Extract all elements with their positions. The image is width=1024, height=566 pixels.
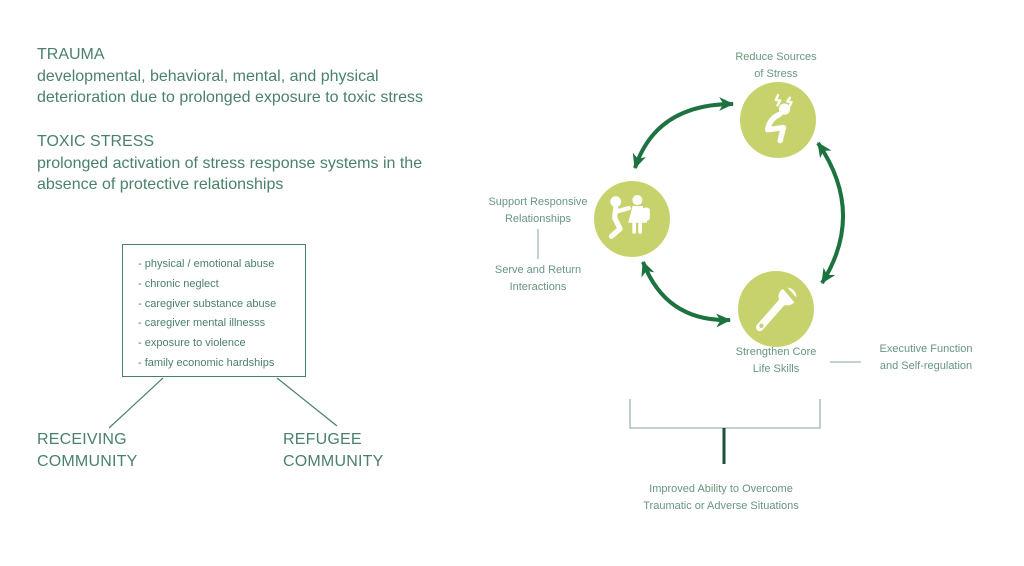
toxic-stress-term: TOXIC STRESS bbox=[37, 133, 155, 150]
receiving-community-label: RECEIVING COMMUNITY bbox=[37, 429, 137, 473]
improved-ability-line-1: Improved Ability to Overcome bbox=[649, 483, 793, 495]
trauma-term: TRAUMA bbox=[37, 46, 105, 63]
serve-return-line-2: Interactions bbox=[509, 280, 567, 293]
trauma-line-2: deterioration due to prolonged exposure … bbox=[37, 89, 424, 106]
trauma-definition: TRAUMA developmental, behavioral, mental… bbox=[37, 44, 423, 109]
support-relationships-line-2: Relationships bbox=[504, 212, 572, 225]
executive-function-line-1: Executive Function bbox=[879, 343, 973, 355]
strengthen-skills-label: Strengthen Core Life Skills bbox=[696, 344, 856, 377]
stressor-item: - chronic neglect bbox=[138, 277, 219, 290]
stressor-item: - caregiver substance abuse bbox=[138, 297, 277, 310]
wrench-icon bbox=[755, 283, 800, 332]
reduce-stress-line-1: Reduce Sources bbox=[735, 51, 817, 63]
improved-ability-label: Improved Ability to Overcome Traumatic o… bbox=[611, 481, 831, 514]
arrow-support-reduce bbox=[632, 97, 735, 170]
stressed-person-icon bbox=[765, 94, 793, 144]
stressor-box: - physical / emotional abuse - chronic n… bbox=[122, 244, 306, 377]
arrow-support-strengthen bbox=[641, 261, 732, 328]
toxic-stress-line-2: absence of protective relationships bbox=[37, 176, 284, 193]
reduce-stress-node bbox=[740, 82, 816, 158]
toxic-stress-definition: TOXIC STRESS prolonged activation of str… bbox=[37, 131, 422, 196]
reduce-stress-label: Reduce Sources of Stress bbox=[696, 49, 856, 82]
executive-function-line-2: and Self-regulation bbox=[879, 359, 973, 372]
reduce-stress-line-2: of Stress bbox=[754, 67, 798, 80]
stressor-item: - exposure to violence bbox=[138, 337, 246, 350]
toxic-stress-line-1: prolonged activation of stress response … bbox=[37, 154, 423, 172]
outcome-bracket bbox=[629, 399, 821, 429]
stressor-item: - physical / emotional abuse bbox=[138, 258, 275, 270]
refugee-community-line-1: REFUGEE bbox=[283, 431, 362, 448]
box-to-refugee-line bbox=[276, 377, 338, 427]
refugee-community-line-2: COMMUNITY bbox=[283, 453, 384, 470]
trauma-line-1: developmental, behavioral, mental, and p… bbox=[37, 67, 379, 85]
receiving-community-line-1: RECEIVING bbox=[37, 431, 127, 448]
adult-and-child-icon bbox=[608, 195, 650, 239]
serve-return-label: Serve and Return Interactions bbox=[458, 262, 618, 295]
receiving-community-line-2: COMMUNITY bbox=[37, 453, 138, 470]
serve-return-line-1: Serve and Return bbox=[494, 264, 582, 276]
support-relationships-node bbox=[594, 181, 670, 257]
refugee-community-label: REFUGEE COMMUNITY bbox=[283, 429, 383, 473]
arrow-reduce-strengthen bbox=[816, 141, 846, 285]
box-to-receiving-line bbox=[108, 377, 164, 429]
stressor-item: - family economic hardships bbox=[138, 356, 275, 369]
strengthen-skills-line-1: Strengthen Core bbox=[735, 346, 817, 358]
strengthen-skills-line-2: Life Skills bbox=[752, 362, 800, 375]
strengthen-skills-node bbox=[738, 271, 814, 347]
support-relationships-line-1: Support Responsive bbox=[488, 196, 588, 208]
stressor-item: - caregiver mental illnesss bbox=[138, 317, 266, 330]
improved-ability-line-2: Traumatic or Adverse Situations bbox=[643, 499, 799, 512]
executive-function-label: Executive Function and Self-regulation bbox=[846, 341, 1006, 374]
support-relationships-label: Support Responsive Relationships bbox=[458, 194, 618, 227]
